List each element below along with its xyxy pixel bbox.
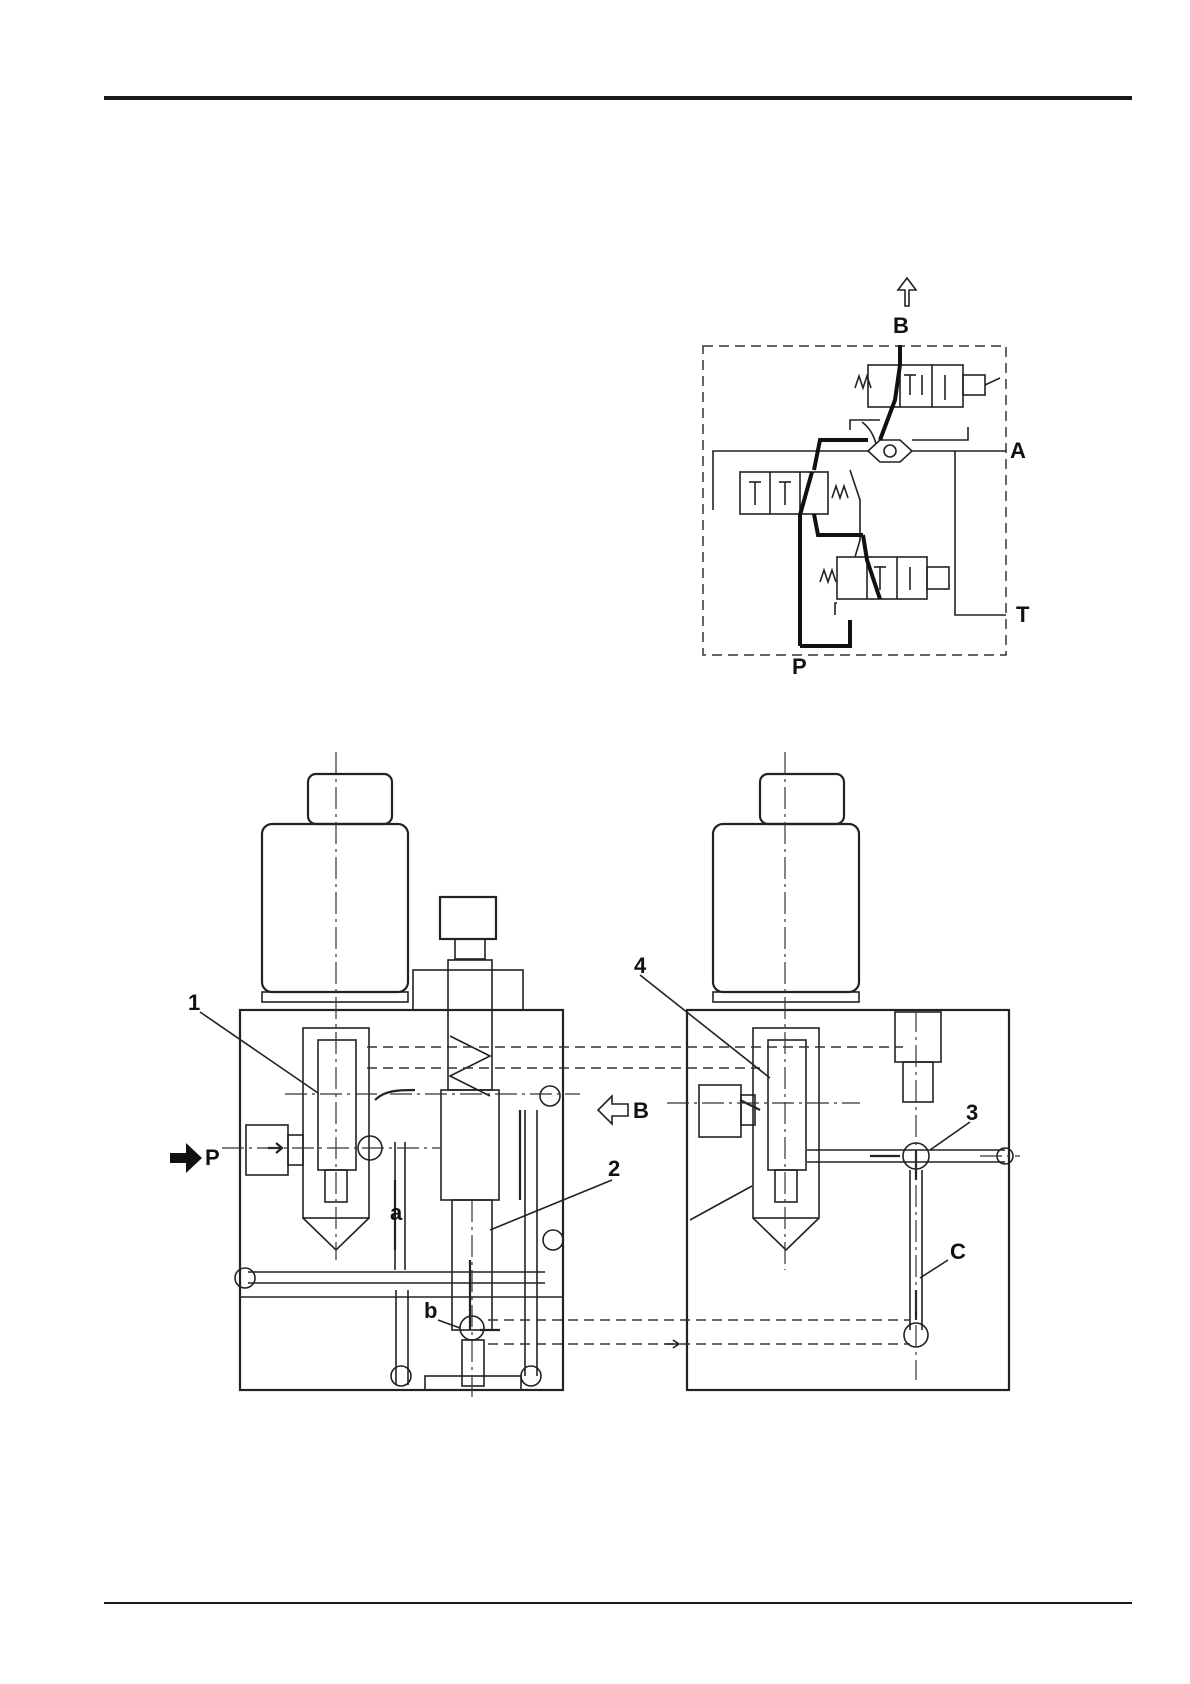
connecting-lines (367, 1047, 910, 1348)
solenoid-cap (308, 774, 392, 824)
passage-label-c: C (950, 1239, 966, 1264)
right-section-view (667, 752, 1020, 1390)
schematic-label-p: P (792, 654, 807, 679)
schematic-boundary (703, 346, 1006, 655)
callout-4: 4 (634, 953, 647, 978)
callout-2: 2 (608, 1156, 620, 1181)
port-p-arrow-icon (170, 1143, 202, 1173)
schematic-label-t: T (1016, 602, 1030, 627)
hydraulic-schematic: B A T P (703, 278, 1030, 679)
schematic-label-a: A (1010, 438, 1026, 463)
solenoid-body (262, 824, 408, 992)
left-section-view (222, 752, 580, 1400)
port-b-arrow-icon (598, 1096, 628, 1124)
active-flow-path (800, 472, 812, 646)
port-label-p: P (205, 1145, 220, 1170)
callout-1: 1 (188, 990, 200, 1015)
schematic-label-b: B (893, 313, 909, 338)
passage-label-b: b (424, 1298, 437, 1323)
port-label-b: B (633, 1098, 649, 1123)
middle-valve (740, 472, 848, 514)
right-valve-block (687, 1010, 1009, 1390)
top-solenoid-valve (855, 365, 1000, 407)
shuttle-valve (868, 440, 912, 462)
callout-3: 3 (966, 1100, 978, 1125)
passage-label-a: a (390, 1200, 403, 1225)
bottom-solenoid-valve (820, 557, 949, 599)
output-arrow-icon (898, 278, 916, 306)
